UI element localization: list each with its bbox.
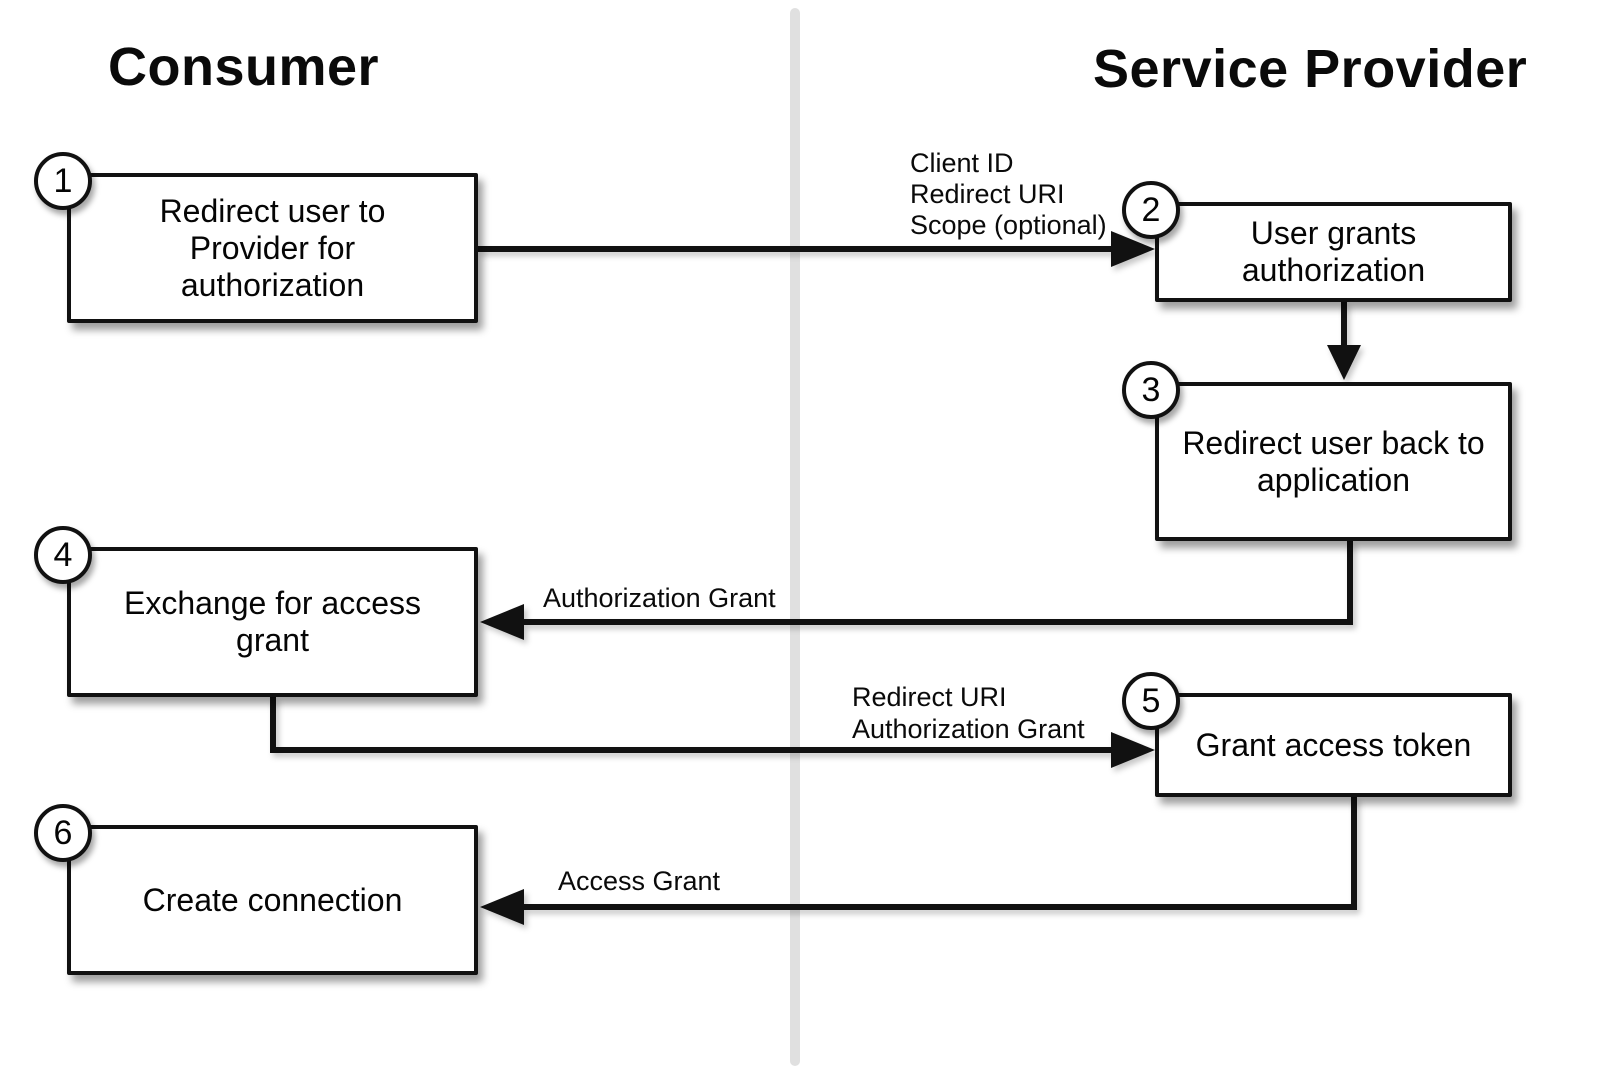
edge-label-line: Redirect URI [852,682,1007,712]
step-number-badge-5: 5 [1122,672,1180,730]
step-number-badge-4: 4 [34,526,92,584]
step-box-redirect-user-back: Redirect user back to application [1155,382,1512,541]
step-number-badge-2: 2 [1122,181,1180,239]
edge-label-authorization-grant: Authorization Grant [543,583,776,614]
step-label: Redirect user back to application [1182,424,1485,498]
step-label: Exchange for access grant [123,585,422,658]
edge-label-line: Authorization Grant [852,714,1085,744]
lane-title-service-provider: Service Provider [1093,39,1528,99]
lane-title-consumer: Consumer [108,37,380,97]
step-label: User grants authorization [1241,215,1426,288]
step-box-redirect-user-to-provider: Redirect user to Provider for authorizat… [67,173,478,323]
arrow-step3-to-step4 [480,541,1353,640]
step-box-grant-access-token: Grant access token [1155,693,1512,797]
edge-label-line: Client ID [910,148,1014,178]
arrow-step4-to-step5 [270,697,1155,768]
edge-label-token-request: Redirect URI Authorization Grant [852,681,1085,745]
arrow-step5-to-step6 [480,797,1357,925]
step-box-create-connection: Create connection [67,825,478,975]
step-label: Redirect user to Provider for authorizat… [159,192,386,303]
step-number: 4 [53,535,73,574]
edge-label-authorization-request: Client ID Redirect URI Scope (optional) [910,148,1107,241]
step-number-badge-3: 3 [1122,361,1180,419]
step-number-badge-6: 6 [34,804,92,862]
edge-label-line: Authorization Grant [543,583,776,613]
step-number: 6 [53,813,73,852]
arrow-step2-to-step3 [1327,302,1361,380]
step-box-exchange-for-access-grant: Exchange for access grant [67,547,478,697]
edge-label-line: Access Grant [558,866,721,896]
arrow-step1-to-step2 [478,231,1155,267]
step-label: Create connection [142,881,403,918]
step-number: 5 [1141,681,1161,720]
edge-label-line: Redirect URI [910,179,1065,209]
step-box-user-grants-authorization: User grants authorization [1155,202,1512,302]
edge-label-line: Scope (optional) [910,210,1107,240]
edge-label-access-grant: Access Grant [558,866,720,897]
lane-divider [790,8,800,1066]
step-number: 3 [1141,370,1161,409]
step-number: 2 [1141,190,1161,229]
step-number-badge-1: 1 [34,152,92,210]
step-label: Grant access token [1195,726,1472,763]
step-number: 1 [53,161,73,200]
